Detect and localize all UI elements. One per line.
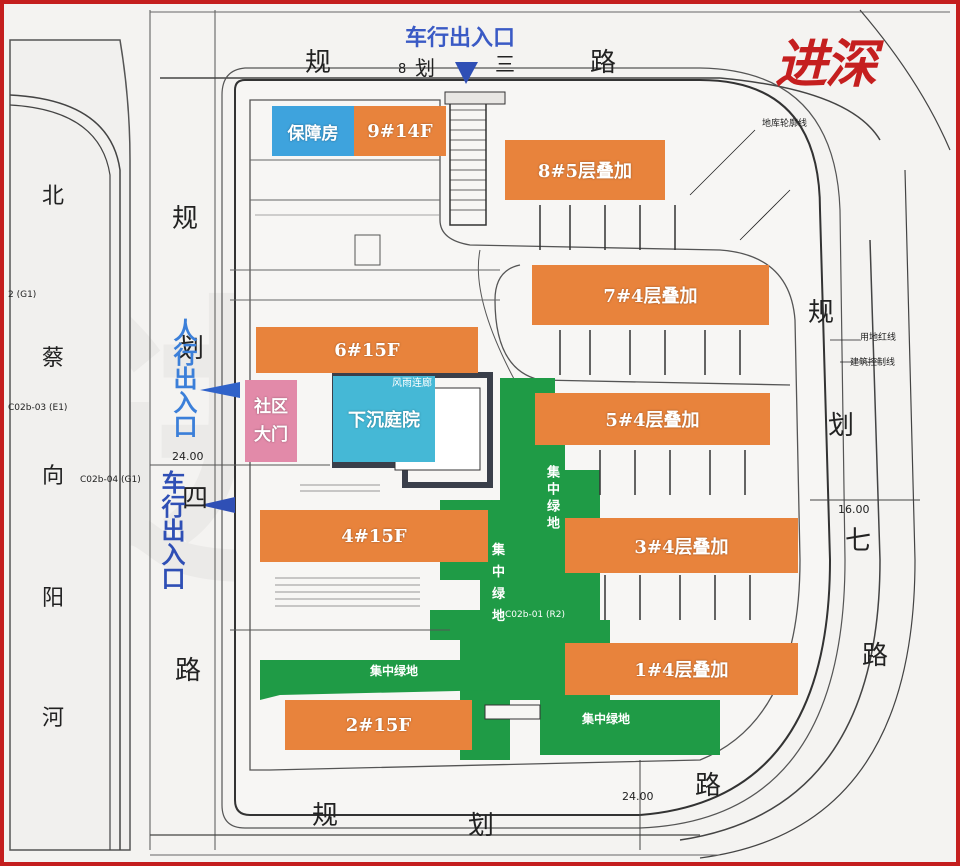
plot-g1-left: 2 (G1) [8, 290, 37, 300]
building-8: 8#5层叠加 [505, 140, 665, 200]
plot-c02b-03: C02b-03 (E1) [8, 403, 68, 413]
sunken-courtyard-outline [332, 372, 493, 488]
river-bank [9, 39, 131, 851]
parking-stalls [539, 205, 751, 620]
river-1: 北 [42, 184, 65, 209]
road-bottom-1: 规 [312, 801, 339, 831]
left-vehicle-entrance: 车行出入口 [157, 470, 185, 590]
canopy-corridor-label: 风雨连廊 [392, 378, 432, 389]
road-top-4: 路 [590, 48, 617, 78]
dim-8-top: 8 [398, 62, 407, 77]
road-top-1: 规 [305, 48, 332, 78]
dim-16-right: 16.00 [838, 503, 870, 516]
building-5: 5#4层叠加 [535, 393, 770, 445]
building-2: 2#15F [285, 700, 472, 750]
green-label-1: 集中绿地 [544, 465, 559, 533]
road-right-3: 七 [845, 526, 872, 556]
building-7: 7#4层叠加 [532, 265, 769, 325]
plot-c02b-01: C02b-01 (R2) [505, 610, 566, 620]
building-3: 3#4层叠加 [565, 518, 798, 573]
road-left-4: 路 [175, 656, 202, 686]
build-control-note: 建筑控制线 [850, 358, 896, 368]
affordable-housing: 保障房 [272, 106, 354, 156]
dim-24-left: 24.00 [172, 450, 204, 463]
road-right-1: 规 [808, 298, 835, 328]
ground-outline-note: 地库轮廓线 [762, 119, 808, 129]
road-left-2: 划 [178, 334, 205, 364]
river-4: 阳 [42, 586, 65, 611]
road-right-2: 划 [828, 411, 855, 441]
road-top-3: 三 [495, 52, 515, 76]
road-left-3: 四 [182, 484, 209, 514]
top-vehicle-entrance: 车行出入口 [405, 26, 516, 51]
green-label-3: 集中绿地 [370, 664, 419, 678]
people-entry-arrow [200, 382, 240, 398]
building-9: 9#14F [354, 106, 446, 156]
people-entrance: 人行出入口 [169, 318, 197, 438]
road-bottom-3: 路 [695, 771, 722, 801]
logo: 进深 [775, 35, 877, 95]
building-1: 1#4层叠加 [565, 643, 798, 695]
green-area-bottom [540, 700, 720, 755]
plot-c02b-04: C02b-04 (G1) [80, 475, 141, 485]
building-4: 4#15F [260, 510, 488, 562]
green-label-4: 集中绿地 [582, 712, 631, 726]
building-6: 6#15F [256, 327, 478, 373]
dim-24-bottom: 24.00 [622, 790, 654, 803]
green-label-2: 集中绿地 [492, 543, 510, 624]
sunken-courtyard: 下沉庭院 [333, 376, 435, 462]
river-5: 河 [42, 706, 65, 731]
road-right-4: 路 [862, 641, 889, 671]
community-gate: 社区 大门 [245, 380, 297, 462]
road-top-2: 划 [415, 56, 435, 80]
land-red-line-note: 用地红线 [860, 333, 897, 343]
road-bottom-2: 划 [468, 811, 495, 841]
river-3: 向 [42, 464, 65, 489]
road-left-1: 规 [172, 204, 199, 234]
green-area-left [260, 660, 500, 700]
river-2: 蔡 [42, 346, 65, 371]
vehicle-entry-arrow-left [200, 497, 235, 513]
top-entry-arrow [455, 62, 478, 84]
